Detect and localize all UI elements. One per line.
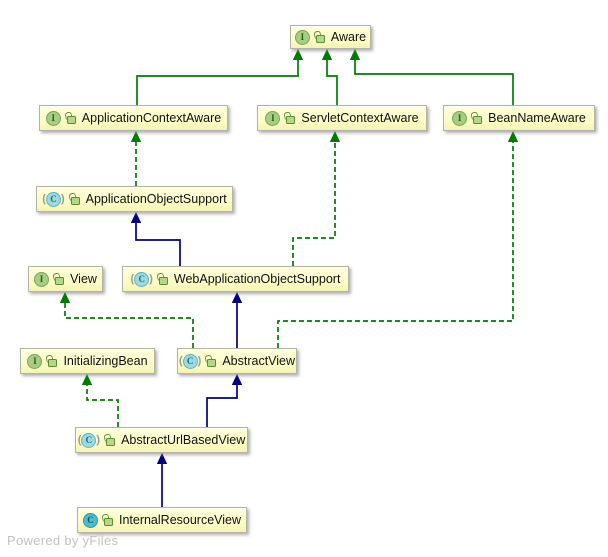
node-label: AbstractView <box>222 354 296 368</box>
node-label: ServletContextAware <box>301 111 419 125</box>
abstract-class-icon: (C) <box>77 432 101 448</box>
public-lock-icon <box>313 30 325 43</box>
node-label: ApplicationContextAware <box>81 111 222 125</box>
edge-abstract-view-implements-view <box>59 292 194 348</box>
public-lock-icon <box>156 272 168 285</box>
node-initializing-bean[interactable]: I InitializingBean <box>20 348 155 374</box>
node-application-object-support[interactable]: (C) ApplicationObjectSupport <box>36 186 233 212</box>
node-label: InternalResourceView <box>118 513 242 527</box>
public-lock-icon <box>45 354 58 367</box>
node-web-application-object-support[interactable]: (C) WebApplicationObjectSupport <box>122 266 349 292</box>
node-abstract-url-based-view[interactable]: (C) AbstractUrlBasedView <box>75 427 248 453</box>
interface-icon: I <box>265 110 281 126</box>
arrowhead-icon <box>130 212 142 223</box>
edge-abstract-url-based-view-extends-abstract-view <box>206 374 243 427</box>
node-internal-resource-view[interactable]: C InternalResourceView <box>77 507 247 533</box>
node-label: View <box>70 272 97 286</box>
arrowhead-icon <box>231 374 243 385</box>
edge-web-application-object-support-extends-application-object-support <box>130 212 181 266</box>
node-label: ApplicationObjectSupport <box>85 192 227 206</box>
node-label: AbstractUrlBasedView <box>121 433 246 447</box>
edge-abstract-view-extends-web-application-object-support <box>231 292 243 348</box>
public-lock-icon <box>52 272 65 285</box>
node-label: BeanNameAware <box>488 111 586 125</box>
arrowhead-icon <box>349 49 361 60</box>
public-lock-icon <box>283 111 296 124</box>
arrowhead-icon <box>321 49 333 60</box>
node-label: Aware <box>330 30 367 44</box>
arrowhead-icon <box>130 131 142 142</box>
node-aware[interactable]: I Aware <box>290 25 371 49</box>
class-icon: C <box>82 512 98 528</box>
edge-abstract-view-implements-bean-name-aware <box>277 131 519 348</box>
arrowhead-icon <box>507 131 519 142</box>
public-lock-icon <box>204 354 217 367</box>
edge-application-object-support-implements-application-context-aware <box>130 131 142 186</box>
interface-icon: I <box>45 110 61 126</box>
public-lock-icon <box>103 433 116 446</box>
edge-application-context-aware-to-aware <box>136 49 304 105</box>
edge-servlet-context-aware-to-aware <box>321 49 338 105</box>
edge-bean-name-aware-to-aware <box>349 49 514 105</box>
public-lock-icon <box>101 513 113 526</box>
abstract-class-icon: (C) <box>178 353 202 369</box>
node-servlet-context-aware[interactable]: I ServletContextAware <box>257 105 427 131</box>
public-lock-icon <box>67 192 80 205</box>
abstract-class-icon: (C) <box>42 191 65 207</box>
arrowhead-icon <box>292 49 304 60</box>
node-application-context-aware[interactable]: I ApplicationContextAware <box>39 105 228 131</box>
interface-icon: I <box>34 271 50 287</box>
edge-web-application-object-support-implements-servlet-context-aware <box>292 131 341 266</box>
arrowhead-icon <box>59 292 71 303</box>
node-bean-name-aware[interactable]: I BeanNameAware <box>443 105 595 131</box>
edge-abstract-url-based-view-implements-initializing-bean <box>81 374 119 427</box>
interface-icon: I <box>452 110 468 126</box>
arrowhead-icon <box>329 131 341 142</box>
yfiles-watermark: Powered by yFiles <box>7 533 119 548</box>
arrowhead-icon <box>231 292 243 303</box>
node-label: WebApplicationObjectSupport <box>173 272 341 286</box>
node-label: InitializingBean <box>63 354 148 368</box>
interface-icon: I <box>27 353 43 369</box>
node-abstract-view[interactable]: (C) AbstractView <box>177 348 297 374</box>
arrowhead-icon <box>81 374 93 385</box>
public-lock-icon <box>64 111 76 124</box>
arrowhead-icon <box>156 453 168 464</box>
public-lock-icon <box>470 111 483 124</box>
node-view[interactable]: I View <box>28 266 103 292</box>
abstract-class-icon: (C) <box>130 271 153 287</box>
edge-internal-resource-view-extends-abstract-url-based-view <box>156 453 168 507</box>
interface-icon: I <box>294 29 310 45</box>
